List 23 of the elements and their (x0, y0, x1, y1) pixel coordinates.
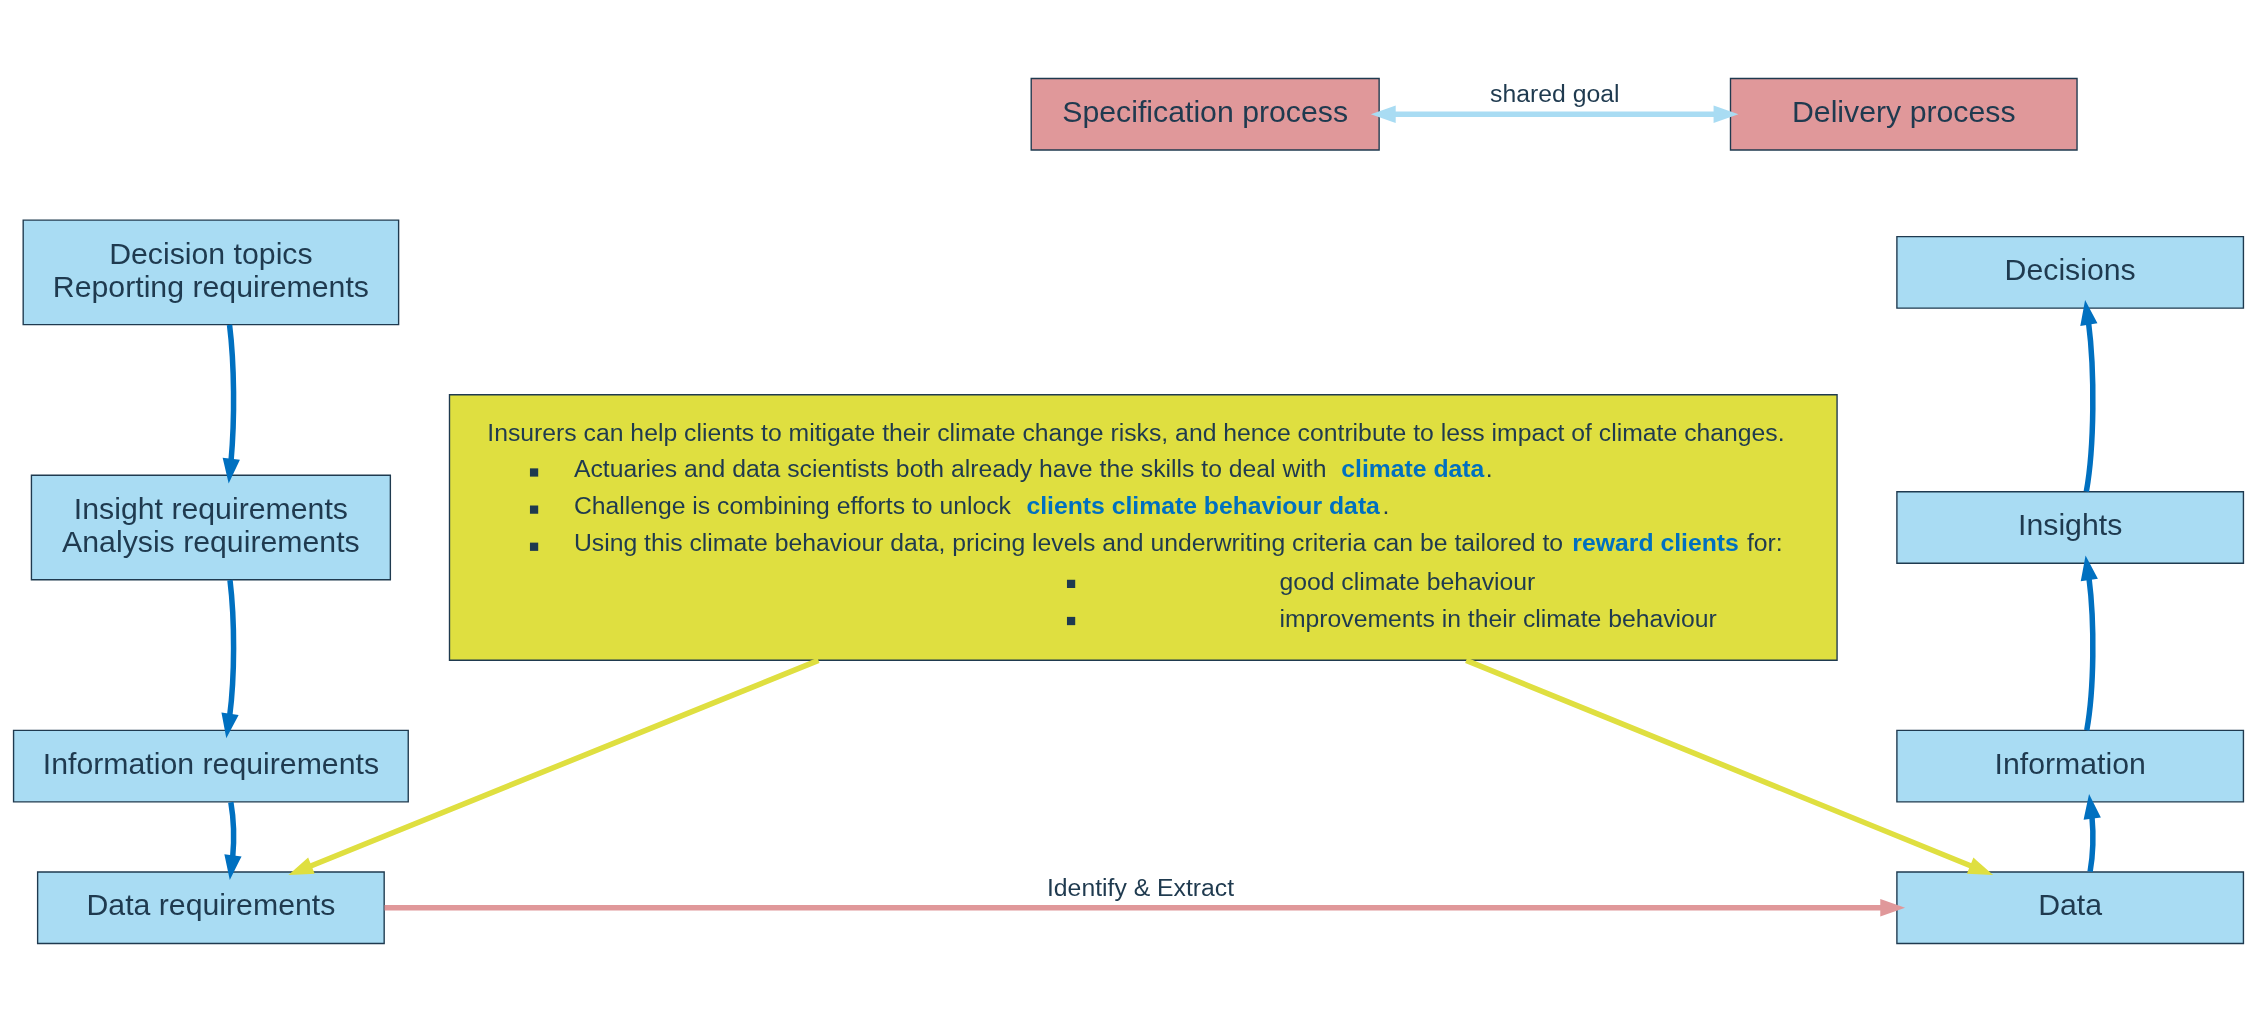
arrow (2083, 793, 2101, 872)
node-box: Decisions (1896, 235, 2245, 309)
arrow (2080, 299, 2098, 492)
node-box: Delivery process (1729, 77, 2078, 151)
arrow (221, 579, 239, 738)
arrow (1465, 657, 1994, 875)
node-box: Specification process (1030, 77, 1380, 151)
node-box: Insurers can help clients to mitigate their climate change risks, and hence contribute to less impact of climate changes. Actuaries and data scientists both already have the skills to deal with climate data. Challenge is combining efforts to unlock clients climate behaviour data. Using this climate behaviour data, pricing levels and underwriting criteria can be tailored to reward clients for: good climate behaviour improvements in their climate behaviour (448, 393, 1838, 661)
arrow (222, 324, 240, 483)
node-box: Decision topics Reporting requirements (22, 218, 400, 325)
node-box: Data (1896, 870, 2245, 944)
edge-label: shared goal (1490, 79, 1620, 107)
edge-label: Identify & Extract (1046, 873, 1235, 901)
node-box: Information requirements (12, 729, 409, 803)
arrow (2080, 554, 2098, 731)
arrow (288, 657, 820, 875)
node-box: Data requirements (36, 870, 385, 944)
node-box: Insights (1896, 490, 2245, 564)
arrow (224, 801, 242, 880)
node-box: Information (1896, 729, 2245, 803)
node-box: Insight requirements Analysis requirements (30, 474, 392, 580)
arrow (1370, 105, 1739, 123)
arrow (384, 898, 1906, 916)
